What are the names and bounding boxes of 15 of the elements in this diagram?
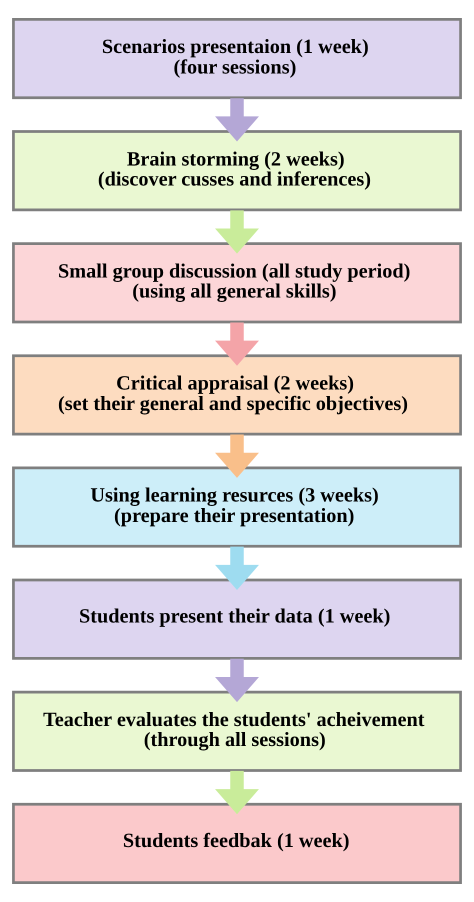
arrow bbox=[215, 546, 259, 590]
node-box: Brain storming (2 weeks) (discover cusses and inferences) bbox=[12, 130, 462, 212]
arrow bbox=[215, 658, 259, 702]
node-box: Students feedbak (1 week) bbox=[12, 802, 462, 884]
arrow bbox=[215, 322, 259, 366]
node-box: Critical appraisal (2 weeks) (set their general and specific objectives) bbox=[12, 354, 462, 436]
node-box: Small group discussion (all study period) (using all general skills) bbox=[12, 242, 462, 324]
node-box: Scenarios presentaion (1 week) (four sessions) bbox=[12, 18, 462, 100]
arrow bbox=[215, 210, 259, 254]
arrow bbox=[215, 434, 259, 478]
node-box: Students present their data (1 week) bbox=[12, 578, 462, 660]
arrow bbox=[215, 770, 259, 814]
node-box: Teacher evaluates the students' acheivement (through all sessions) bbox=[12, 690, 462, 772]
arrow bbox=[215, 98, 259, 142]
node-box: Using learning resurces (3 weeks) (prepare their presentation) bbox=[12, 466, 462, 548]
